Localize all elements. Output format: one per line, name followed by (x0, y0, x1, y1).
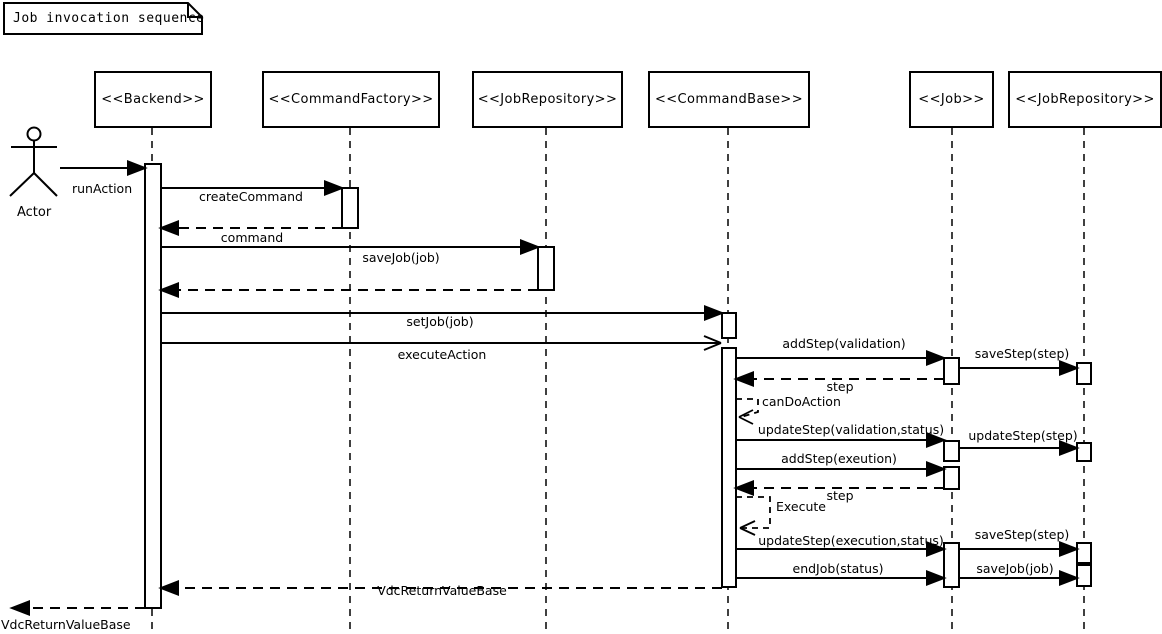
actor-figure (9, 126, 58, 197)
activation-jobrepository2-1 (1076, 362, 1092, 385)
message-save-job-line (161, 239, 541, 255)
message-step-return-1-line (733, 371, 944, 387)
message-command-return-label: command (220, 230, 284, 245)
call-messages (60, 160, 1080, 586)
participant-backend-label: <<Backend>> (101, 92, 205, 107)
message-update-step-validation-line (736, 432, 947, 448)
message-update-step-validation-label: updateStep(validation,status) (757, 422, 945, 437)
activation-jobrepository2-4 (1076, 564, 1092, 587)
message-update-step-step-line (959, 440, 1080, 456)
message-execute-action-label: executeAction (397, 347, 487, 362)
message-set-job-line (161, 305, 725, 321)
message-savejob-return-line (158, 282, 538, 298)
participant-backend: <<Backend>> (94, 71, 212, 128)
participant-jobrepository-1: <<JobRepository>> (472, 71, 623, 128)
activation-jobrepository2-3 (1076, 542, 1092, 564)
message-execute-line (736, 496, 771, 536)
message-add-step-execution-label: addStep(exeution) (781, 451, 897, 466)
message-vdc-return-1-line (158, 580, 722, 596)
actor-label: Actor (17, 205, 52, 220)
message-can-do-action-line (736, 398, 759, 425)
participant-commandfactory-label: <<CommandFactory>> (268, 92, 434, 107)
message-execute-action-line (161, 335, 722, 351)
message-update-step-execution-line (736, 541, 947, 557)
message-save-job-2-label: saveJob(job) (976, 561, 1054, 576)
message-update-step-step-label: updateStep(step) (968, 428, 1078, 443)
participant-commandbase-label: <<CommandBase>> (654, 92, 804, 107)
message-vdc-return-2-line (9, 600, 145, 616)
participant-jobrepository-2-label: <<JobRepository>> (1015, 92, 1155, 107)
message-add-step-execution-line (736, 461, 947, 477)
participant-jobrepository-1-label: <<JobRepository>> (477, 92, 618, 107)
participant-job: <<Job>> (909, 71, 994, 128)
activation-jobrepository1 (537, 246, 555, 291)
message-update-step-execution-label: updateStep(execution,status) (758, 533, 944, 548)
activation-job-1 (943, 357, 960, 385)
message-create-command-line (161, 180, 345, 196)
participant-job-label: <<Job>> (918, 92, 985, 107)
message-end-job-line (736, 570, 947, 586)
message-end-job-label: endJob(status) (792, 561, 884, 576)
activation-job-2 (943, 440, 960, 462)
message-command-return-line (158, 220, 342, 236)
message-add-step-validation-line (736, 350, 947, 366)
message-vdc-return-1-label: VdcReturnValueBase (377, 583, 507, 598)
return-messages (9, 220, 944, 616)
participant-jobrepository-2: <<JobRepository>> (1008, 71, 1162, 128)
activation-commandfactory (341, 187, 359, 229)
message-save-step-1-label: saveStep(step) (974, 346, 1070, 361)
message-execute-label: Execute (776, 499, 826, 514)
message-save-step-2-line (959, 541, 1080, 557)
message-create-command-label: createCommand (199, 189, 303, 204)
message-save-job-2-line (959, 570, 1080, 586)
activation-jobrepository2-2 (1076, 442, 1092, 462)
participant-commandfactory: <<CommandFactory>> (262, 71, 440, 128)
activation-job-3 (943, 466, 960, 490)
message-vdc-return-2-label: VdcReturnValueBase (1, 617, 131, 632)
message-save-step-2-label: saveStep(step) (974, 527, 1070, 542)
self-messages (736, 398, 771, 536)
activation-commandbase-setjob (721, 312, 737, 339)
activation-job-4 (943, 542, 960, 588)
activation-commandbase-main (721, 347, 737, 588)
message-add-step-validation-label: addStep(validation) (782, 336, 906, 351)
note-title: Job invocation sequence (13, 11, 205, 26)
message-run-action-label: runAction (72, 181, 133, 196)
message-can-do-action-label: canDoAction (762, 394, 841, 409)
activation-bars (144, 163, 1092, 609)
message-save-job-label: saveJob(job) (362, 250, 440, 265)
message-run-action-line (60, 160, 148, 176)
message-step-return-2-line (733, 480, 944, 496)
message-step-return-2-label: step (826, 488, 854, 503)
message-save-step-1-line (959, 360, 1080, 376)
activation-backend (144, 163, 162, 609)
message-set-job-label: setJob(job) (406, 314, 474, 329)
participant-commandbase: <<CommandBase>> (648, 71, 810, 128)
note-shape (3, 2, 203, 35)
message-step-return-1-label: step (826, 379, 854, 394)
